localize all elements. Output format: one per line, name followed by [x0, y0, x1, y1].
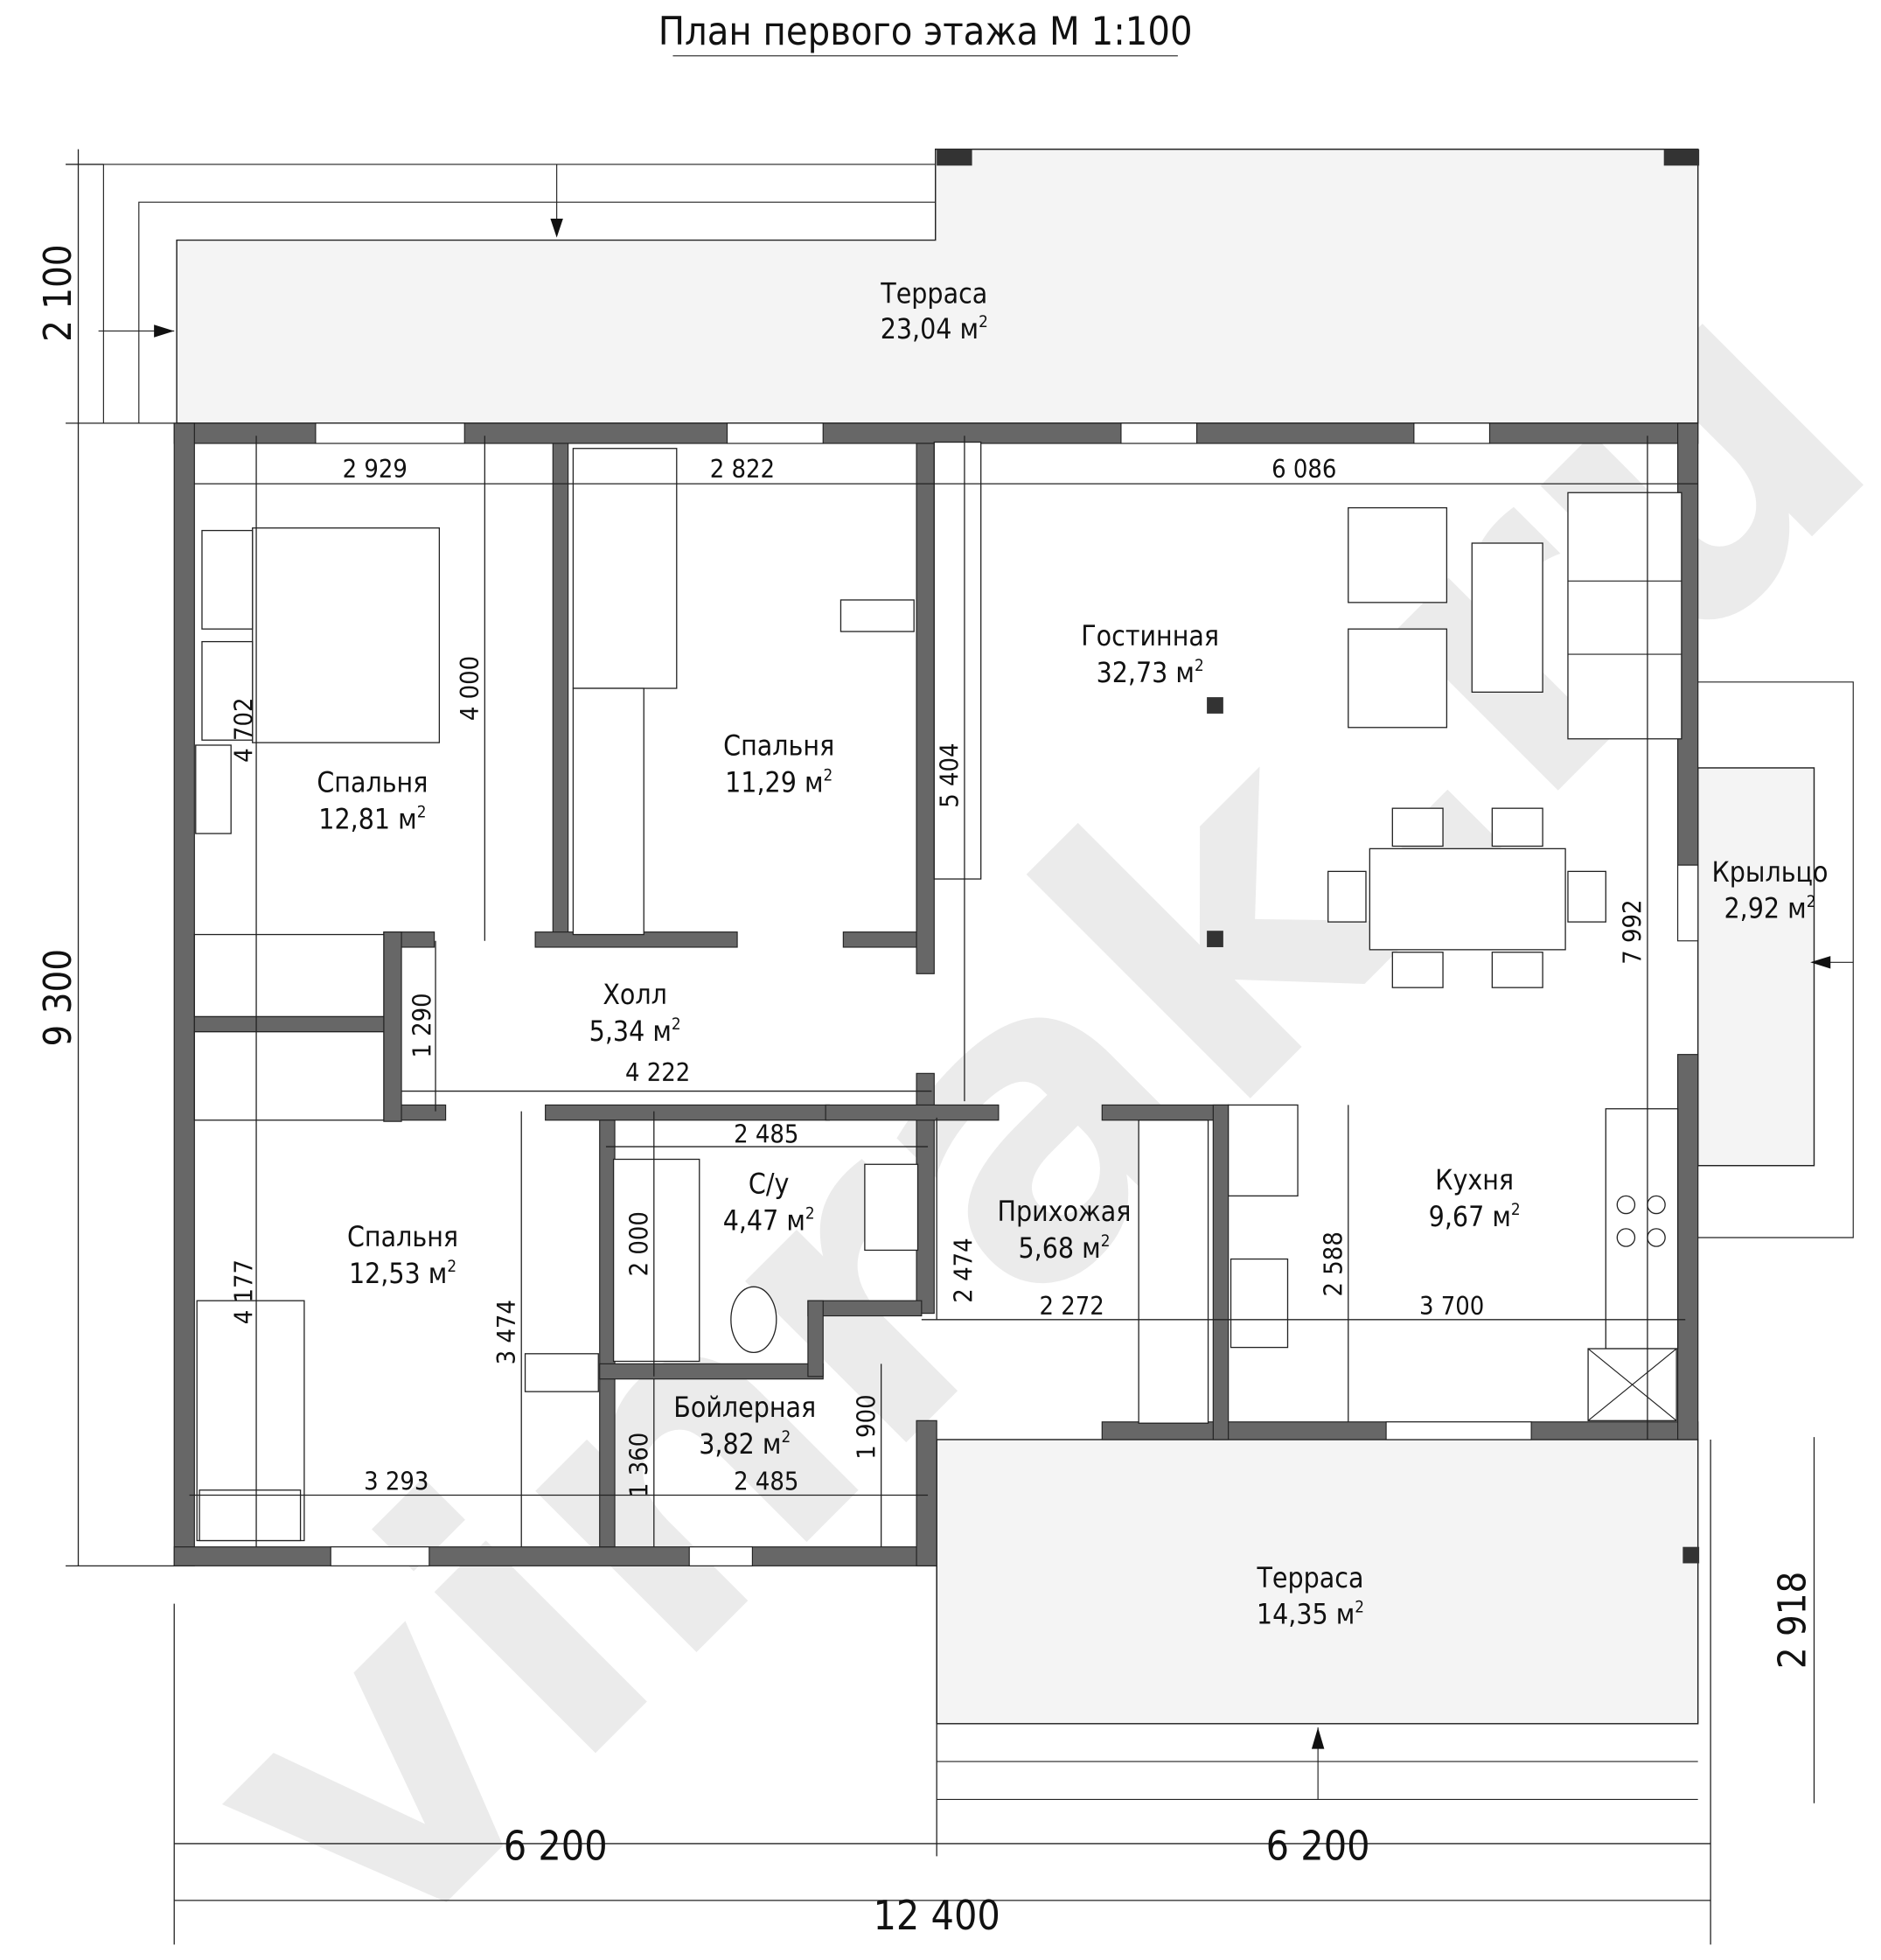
svg-text:11,29 м2: 11,29 м2 — [725, 766, 833, 799]
svg-text:2 485: 2 485 — [734, 1467, 798, 1496]
svg-text:4 000: 4 000 — [455, 656, 484, 721]
room-bathroom: С/у 4,47 м2 — [723, 1168, 815, 1237]
svg-text:Гостинная: Гостинная — [1081, 621, 1219, 652]
svg-text:Прихожая: Прихожая — [997, 1196, 1131, 1228]
svg-text:Терраса: Терраса — [1256, 1563, 1363, 1594]
room-terrace-top: Терраса 23,04 м2 — [880, 279, 988, 345]
room-bedroom-1: Спальня 12,81 м2 — [317, 767, 428, 835]
svg-text:2 272: 2 272 — [1039, 1291, 1104, 1321]
svg-text:Спальня: Спальня — [723, 731, 834, 763]
svg-text:4 177: 4 177 — [229, 1259, 259, 1324]
room-bedroom-2: Спальня 11,29 м2 — [723, 731, 834, 799]
svg-text:Холл: Холл — [603, 980, 667, 1011]
svg-text:2 485: 2 485 — [734, 1120, 798, 1149]
svg-text:4 222: 4 222 — [625, 1057, 690, 1087]
room-kitchen: Кухня 9,67 м2 — [1429, 1165, 1521, 1233]
svg-text:2 000: 2 000 — [624, 1211, 654, 1276]
svg-text:5,68 м2: 5,68 м2 — [1018, 1232, 1110, 1265]
svg-text:3,82 м2: 3,82 м2 — [699, 1428, 791, 1461]
svg-text:3 474: 3 474 — [491, 1300, 521, 1364]
svg-text:1 290: 1 290 — [407, 993, 436, 1057]
dim-right-bottom: 2 918 — [1771, 1572, 1815, 1669]
svg-text:2 929: 2 929 — [343, 454, 408, 484]
walls — [173, 422, 1699, 1566]
svg-text:1 360: 1 360 — [624, 1433, 654, 1497]
svg-text:Терраса: Терраса — [880, 279, 987, 310]
svg-text:14,35 м2: 14,35 м2 — [1257, 1599, 1364, 1631]
dimension-lines — [66, 149, 1815, 1945]
windows — [315, 422, 1699, 1566]
svg-text:3 700: 3 700 — [1419, 1291, 1484, 1321]
svg-text:5 404: 5 404 — [935, 743, 965, 807]
room-boiler: Бойлерная 3,82 м2 — [673, 1392, 816, 1461]
svg-text:Спальня: Спальня — [347, 1222, 458, 1253]
svg-text:С/у: С/у — [749, 1168, 790, 1200]
plan-title: План первого этажа М 1:100 — [658, 8, 1193, 54]
furniture — [193, 441, 1682, 1542]
svg-text:2 474: 2 474 — [949, 1238, 979, 1302]
room-porch: Крыльцо 2,92 м2 — [1711, 857, 1828, 925]
svg-text:4,47 м2: 4,47 м2 — [723, 1204, 815, 1237]
terrace-bottom — [936, 1439, 1700, 1800]
room-bedroom-3: Спальня 12,53 м2 — [347, 1222, 458, 1290]
svg-text:Бойлерная: Бойлерная — [673, 1392, 816, 1424]
svg-text:Кухня: Кухня — [1435, 1165, 1514, 1196]
svg-text:9,67 м2: 9,67 м2 — [1429, 1201, 1521, 1233]
svg-text:12,53 м2: 12,53 м2 — [349, 1258, 456, 1290]
room-terrace-bottom: Терраса 14,35 м2 — [1256, 1563, 1364, 1631]
svg-text:1 900: 1 900 — [851, 1394, 881, 1459]
svg-text:32,73 м2: 32,73 м2 — [1097, 657, 1204, 689]
dim-left-total: 9 300 — [37, 949, 80, 1046]
dimension-labels: 2 100 9 300 2 918 6 200 6 200 12 400 2 9… — [37, 244, 1815, 1939]
room-hall: Холл 5,34 м2 — [589, 980, 681, 1048]
svg-text:3 293: 3 293 — [364, 1467, 428, 1496]
svg-text:Крыльцо: Крыльцо — [1711, 857, 1828, 889]
dim-bottom-total: 12 400 — [873, 1892, 1000, 1939]
svg-text:23,04 м2: 23,04 м2 — [881, 313, 988, 345]
dim-bottom-right: 6 200 — [1266, 1823, 1370, 1870]
svg-text:4 702: 4 702 — [229, 698, 259, 763]
svg-text:2,92 м2: 2,92 м2 — [1724, 893, 1815, 925]
svg-text:7 992: 7 992 — [1618, 899, 1648, 964]
dim-bottom-left: 6 200 — [504, 1823, 608, 1870]
room-entry: Прихожая 5,68 м2 — [997, 1196, 1131, 1265]
svg-text:5,34 м2: 5,34 м2 — [589, 1015, 681, 1048]
porch — [1696, 681, 1854, 1238]
svg-text:12,81 м2: 12,81 м2 — [318, 803, 426, 835]
svg-text:6 086: 6 086 — [1271, 454, 1336, 484]
svg-text:Спальня: Спальня — [317, 767, 428, 799]
room-labels: Терраса 23,04 м2 Спальня 12,81 м2 Спальн… — [317, 279, 1828, 1631]
room-living: Гостинная 32,73 м2 — [1081, 621, 1219, 689]
dim-left-top: 2 100 — [37, 244, 80, 341]
svg-text:2 588: 2 588 — [1319, 1231, 1348, 1296]
svg-text:2 822: 2 822 — [710, 454, 775, 484]
